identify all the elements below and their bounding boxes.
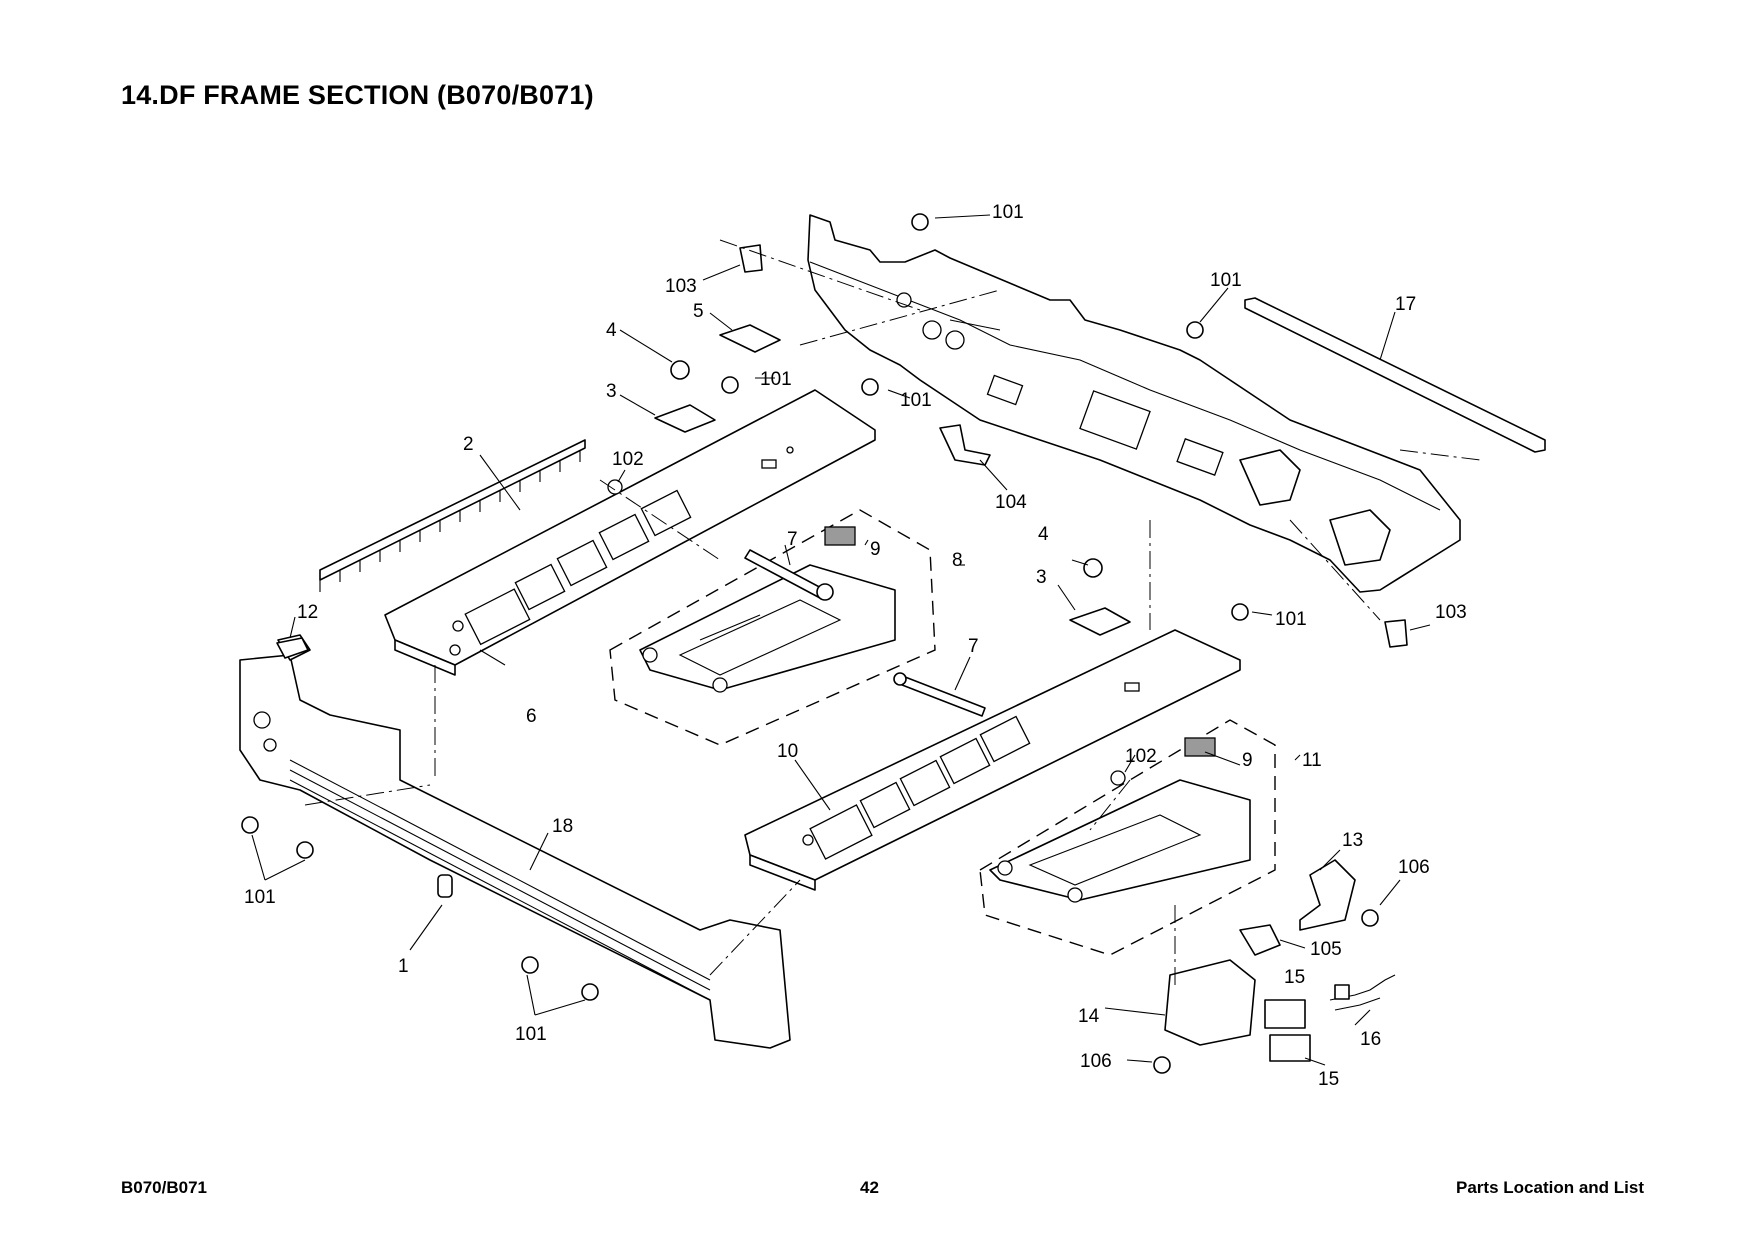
callout-12: 12 [297, 602, 318, 623]
callout-11: 11 [1302, 750, 1322, 771]
callout-101-c: 101 [900, 390, 932, 411]
callout-4-right: 4 [1038, 524, 1049, 545]
part-6-upper-tray [384, 389, 876, 676]
footer-page-number: 42 [860, 1178, 879, 1197]
callout-10: 10 [777, 741, 798, 762]
callout-16: 16 [1360, 1029, 1381, 1050]
callout-13: 13 [1342, 830, 1363, 851]
callout-18: 18 [552, 816, 573, 837]
callout-6: 6 [526, 706, 537, 727]
callout-103-right: 103 [1435, 602, 1467, 623]
callout-102-left: 102 [612, 449, 644, 470]
callout-8: 8 [952, 550, 963, 571]
callout-17: 17 [1395, 294, 1416, 315]
callout-103-top: 103 [665, 276, 697, 297]
callout-4-left: 4 [606, 320, 617, 341]
callout-15-bottom: 15 [1318, 1069, 1339, 1090]
callout-101-d: 101 [1275, 609, 1307, 630]
callout-101-bottom: 101 [515, 1024, 547, 1045]
callout-105: 105 [1310, 939, 1342, 960]
callout-101-b: 101 [760, 369, 792, 390]
assembly-lines [304, 239, 1481, 990]
part-11-assembly [979, 719, 1276, 956]
callout-leaders [251, 214, 1431, 1066]
rear-frame [807, 214, 1461, 593]
callout-5: 5 [693, 301, 704, 322]
callout-101-top: 101 [992, 202, 1024, 223]
footer-model: B070/B071 [121, 1178, 208, 1197]
callout-14: 14 [1078, 1006, 1100, 1027]
callout-101-left: 101 [244, 887, 276, 908]
callout-3-left: 3 [606, 381, 617, 402]
footer-section: Parts Location and List [1456, 1178, 1644, 1197]
callout-106-right: 106 [1398, 857, 1430, 878]
small-parts [241, 213, 1408, 1074]
callout-106-bottom: 106 [1080, 1051, 1112, 1072]
callout-7-b: 7 [968, 636, 979, 657]
callout-102-right: 102 [1125, 746, 1157, 767]
page-title: 14.DF FRAME SECTION (B070/B071) [121, 80, 594, 110]
callout-2: 2 [463, 434, 474, 455]
callout-3-right: 3 [1036, 567, 1047, 588]
callout-9-right: 9 [1242, 750, 1253, 771]
part-18-front-frame [239, 634, 791, 1049]
callout-numbers: 101 103 5 4 101 101 3 2 102 101 17 104 9… [244, 202, 1467, 1090]
callout-7-a: 7 [787, 529, 798, 550]
callout-104: 104 [995, 492, 1027, 513]
part-2-brush [319, 439, 586, 592]
callout-101-right: 101 [1210, 270, 1242, 291]
part-10-lower-tray [744, 629, 1241, 891]
part-17-bar [1244, 297, 1546, 453]
callout-1: 1 [398, 956, 409, 977]
callout-15-top: 15 [1284, 967, 1305, 988]
callout-9-left: 9 [870, 539, 881, 560]
